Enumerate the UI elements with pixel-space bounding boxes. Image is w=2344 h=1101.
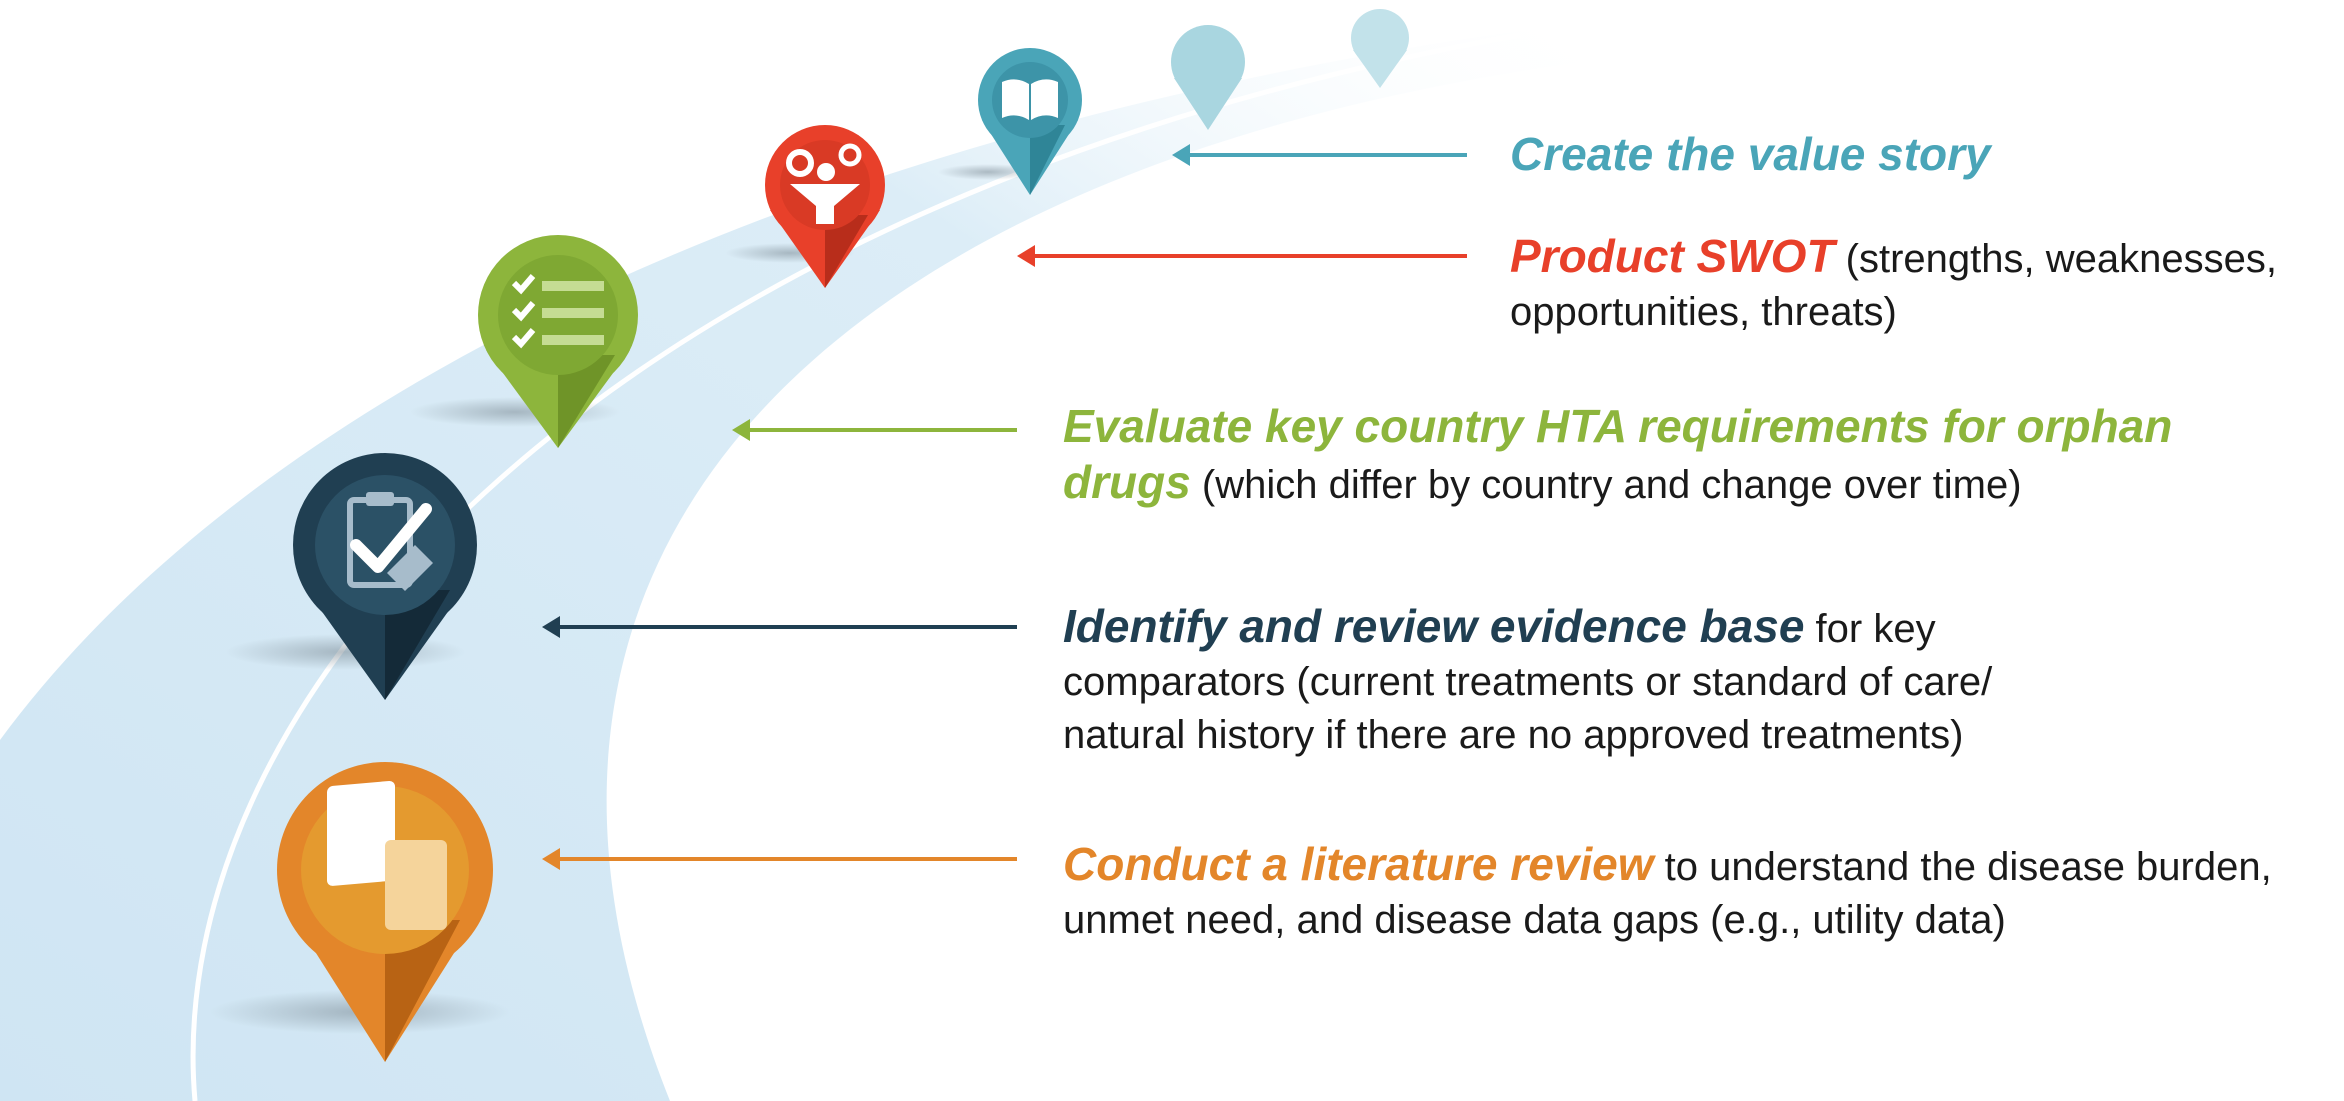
pin-red — [765, 125, 885, 288]
arrow-teal — [1172, 144, 1467, 166]
step-text: to understand the disease burden, unmet … — [1063, 845, 2272, 942]
pin-orange — [277, 762, 493, 1062]
step-highlight: Create the value story — [1510, 128, 1991, 180]
book-icon — [1002, 79, 1058, 120]
clipboard-check-icon — [347, 492, 433, 591]
step-highlight: Product SWOT — [1510, 230, 1835, 282]
step-literature-review: Conduct a literature review to understan… — [1063, 838, 2293, 947]
gears-funnel-icon — [786, 143, 862, 224]
pin-green — [478, 235, 638, 448]
distant-pin — [1351, 9, 1409, 88]
arrow-red — [1017, 245, 1467, 267]
step-evaluate-hta: Evaluate key country HTA requirements fo… — [1063, 400, 2303, 512]
step-create-value-story: Create the value story — [1510, 128, 2310, 184]
step-highlight: Evaluate key country HTA requirements fo… — [1063, 400, 2173, 508]
step-identify-evidence: Identify and review evidence base for ke… — [1063, 600, 2093, 762]
checklist-icon — [511, 274, 604, 349]
step-text: (which differ by country and change over… — [1190, 463, 2022, 507]
books-icon — [327, 780, 447, 930]
arrow-orange — [542, 848, 1017, 870]
step-text: for key comparators (current treatments … — [1063, 607, 1993, 757]
step-text: (strengths, weaknesses, opportunities, t… — [1510, 237, 2277, 334]
step-highlight: Identify and review evidence base — [1063, 600, 1805, 652]
pin-navy — [293, 453, 477, 700]
pin-teal — [978, 48, 1082, 195]
arrow-navy — [542, 616, 1017, 638]
arrows — [542, 144, 1467, 870]
step-product-swot: Product SWOT (strengths, weaknesses, opp… — [1510, 230, 2340, 339]
road-centerline — [190, 32, 1521, 1101]
step-highlight: Conduct a literature review — [1063, 838, 1654, 890]
arrow-green — [732, 419, 1017, 441]
distant-pin — [1171, 25, 1245, 130]
